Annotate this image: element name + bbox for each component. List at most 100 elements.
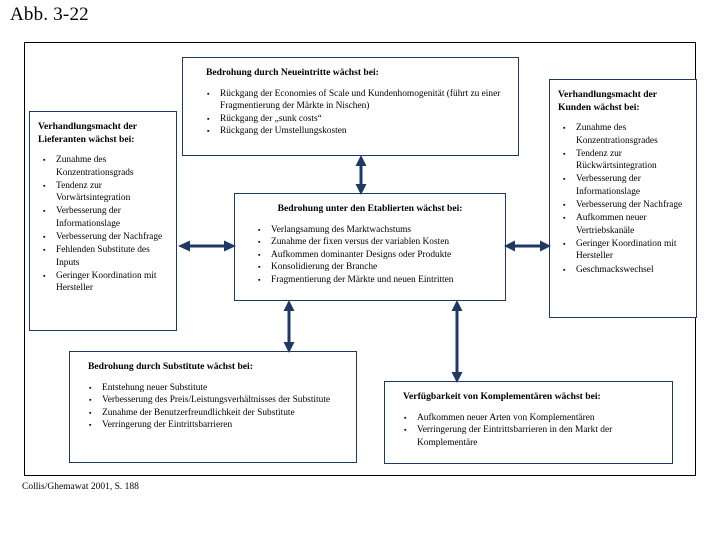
- bullet-icon: ▪: [207, 127, 210, 136]
- bullet-icon: ▪: [207, 114, 210, 123]
- bullet-icon: ▪: [563, 149, 566, 158]
- list-item: ▪ Verbesserung der Informationslage: [558, 173, 688, 198]
- list-item: ▪ Verbesserung der Nachfrage: [38, 231, 168, 244]
- list-item: ▪ Konsolidierung der Branche: [245, 261, 495, 274]
- bullet-icon: ▪: [89, 408, 92, 417]
- list-item-text: Tendenz zur Rückwärtsintegration: [576, 148, 657, 172]
- list-item-text: Entstehung neuer Substitute: [102, 382, 208, 393]
- bullet-icon: ▪: [563, 175, 566, 184]
- box-substitutes[interactable]: Bedrohung durch Substitute wächst bei: ▪…: [69, 351, 357, 463]
- list-item: ▪ Rückgang der „sunk costs“: [193, 113, 508, 126]
- box-new-entrants[interactable]: Bedrohung durch Neueintritte wächst bei:…: [182, 57, 519, 156]
- box-customer-power[interactable]: Verhandlungsmacht der Kunden wächst bei:…: [549, 79, 697, 318]
- bullet-icon: ▪: [89, 383, 92, 392]
- list-item: ▪ Geschmackswechsel: [558, 264, 688, 277]
- list-item: ▪ Verbesserung der Informationslage: [38, 205, 168, 230]
- list-item-text: Verringerung der Eintrittsbarrieren in d…: [417, 425, 613, 448]
- box-rivalry-list: ▪ Verlangsamung des Marktwachstums ▪ Zunah…: [245, 224, 495, 287]
- bullet-icon: ▪: [563, 201, 566, 210]
- list-item: ▪ Verringerung der Eintrittsbarrieren: [80, 419, 346, 432]
- box-new-entrants-list: ▪ Rückgang der Economies of Scale und Kun…: [193, 88, 508, 138]
- bullet-icon: ▪: [43, 181, 46, 190]
- box-new-entrants-title: Bedrohung durch Neueintritte wächst bei:: [206, 67, 379, 78]
- list-item: ▪ Zunahme des Konzentrationsgrads: [38, 154, 168, 179]
- bullet-icon: ▪: [404, 413, 407, 422]
- list-item-text: Verbesserung des Preis/Leistungsverhältn…: [102, 395, 331, 406]
- list-item-text: Verbesserung der Informationslage: [56, 206, 121, 229]
- arrow-rivalry-to-complements-icon: [448, 300, 466, 383]
- list-item-text: Tendenz zur Vorwärtsintegration: [56, 180, 131, 204]
- list-item-text: Verlangsamung des Marktwachstums: [271, 224, 412, 235]
- list-item: ▪ Geringer Koordination mit Hersteller: [38, 270, 168, 295]
- figure-label: Abb. 3-22: [10, 4, 89, 25]
- bullet-icon: ▪: [258, 238, 261, 247]
- list-item: ▪ Tendenz zur Vorwärtsintegration: [38, 180, 168, 205]
- box-supplier-power-list: ▪ Zunahme des Konzentrationsgrads ▪ Tenden…: [38, 154, 168, 295]
- box-substitutes-title: Bedrohung durch Substitute wächst bei:: [88, 361, 253, 372]
- list-item-text: Geringer Koordination mit Hersteller: [56, 270, 157, 294]
- box-customer-power-list: ▪ Zunahme des Konzentrationsgrades ▪ Tende…: [558, 122, 688, 276]
- list-item: ▪ Tendenz zur Rückwärtsintegration: [558, 148, 688, 173]
- list-item: ▪ Verbesserung des Preis/Leistungsverhält…: [80, 394, 346, 407]
- list-item-text: Zunahme der Benutzerfreundlichkeit der S…: [102, 407, 295, 418]
- list-item: ▪ Fehlenden Substitute des Inputs: [38, 244, 168, 269]
- list-item-text: Aufkommen neuer Vertriebskanäle: [576, 213, 647, 236]
- bullet-icon: ▪: [563, 265, 566, 274]
- list-item: ▪ Aufkommen neuer Vertriebskanäle: [558, 212, 688, 237]
- list-item-text: Geringer Koordination mit Hersteller: [576, 238, 677, 262]
- list-item-text: Zunahme der fixen versus der variablen K…: [271, 237, 450, 248]
- list-item: ▪ Aufkommen neuer Arten von Komplementäre…: [395, 412, 662, 425]
- list-item: ▪ Rückgang der Umstellungskosten: [193, 125, 508, 138]
- list-item: ▪ Zunahme des Konzentrationsgrades: [558, 122, 688, 147]
- list-item-text: Aufkommen neuer Arten von Komplementären: [417, 412, 595, 423]
- bullet-icon: ▪: [43, 156, 46, 164]
- list-item: ▪ Aufkommen dominanter Designs oder Produ…: [245, 249, 495, 262]
- list-item: ▪ Zunahme der fixen versus der variablen …: [245, 236, 495, 249]
- list-item: ▪ Entstehung neuer Substitute: [80, 382, 346, 395]
- list-item-text: Fehlenden Substitute des Inputs: [56, 245, 150, 268]
- bullet-icon: ▪: [563, 214, 566, 223]
- bullet-icon: ▪: [258, 275, 261, 284]
- list-item-text: Verringerung der Eintrittsbarrieren: [102, 420, 233, 431]
- bullet-icon: ▪: [43, 246, 46, 255]
- bullet-icon: ▪: [89, 421, 92, 430]
- bullet-icon: ▪: [258, 225, 261, 234]
- list-item: ▪Rückgang der Economies of Scale und Kun…: [193, 88, 508, 113]
- bullet-icon: ▪: [89, 396, 92, 405]
- bullet-icon: ▪: [43, 207, 46, 216]
- arrow-suppliers-to-rivalry-icon: [178, 237, 236, 255]
- list-item-text: Zunahme des Konzentrationsgrades: [576, 123, 658, 146]
- box-supplier-power-title: Verhandlungsmacht der Lieferanten wächst…: [38, 121, 137, 145]
- arrow-rivalry-to-substitutes-icon: [280, 300, 298, 353]
- bullet-icon: ▪: [563, 124, 566, 132]
- list-item: ▪ Zunahme der Benutzerfreundlichkeit der …: [80, 407, 346, 420]
- box-substitutes-list: ▪ Entstehung neuer Substitute ▪ Verbesseru…: [80, 382, 346, 432]
- box-complements-title: Verfügbarkeit von Komplementären wächst …: [403, 391, 601, 402]
- bullet-icon: ▪: [258, 250, 261, 259]
- bullet-icon: ▪: [43, 233, 46, 242]
- list-item-text: Rückgang der Economies of Scale und Kund…: [220, 88, 501, 112]
- list-item-text: Verbesserung der Informationslage: [576, 174, 641, 197]
- list-item-text: Konsolidierung der Branche: [271, 262, 378, 273]
- box-supplier-power[interactable]: Verhandlungsmacht der Lieferanten wächst…: [29, 111, 177, 331]
- list-item: ▪ Verbesserung der Nachfrage: [558, 199, 688, 212]
- list-item-text: Rückgang der „sunk costs“: [220, 113, 322, 124]
- list-item-text: Fragmentierung der Märkte und neuen Eint…: [271, 274, 454, 285]
- list-item-text: Rückgang der Umstellungskosten: [220, 126, 347, 137]
- box-customer-power-title: Verhandlungsmacht der Kunden wächst bei:: [558, 89, 657, 113]
- bullet-icon: ▪: [563, 239, 566, 248]
- list-item: ▪ Verringerung der Eintrittsbarrieren in …: [395, 424, 662, 449]
- list-item-text: Verbesserung der Nachfrage: [576, 200, 683, 211]
- source-citation: Collis/Ghemawat 2001, S. 188: [22, 482, 139, 492]
- list-item-text: Aufkommen dominanter Designs oder Produk…: [271, 249, 452, 260]
- box-complements[interactable]: Verfügbarkeit von Komplementären wächst …: [384, 381, 673, 464]
- bullet-icon: ▪: [258, 263, 261, 272]
- list-item: ▪ Verlangsamung des Marktwachstums: [245, 224, 495, 237]
- list-item-text: Zunahme des Konzentrationsgrads: [56, 155, 134, 178]
- list-item-text: Geschmackswechsel: [576, 264, 654, 275]
- bullet-icon: ▪: [404, 426, 407, 435]
- bullet-icon: ▪: [43, 271, 46, 280]
- arrow-rivalry-to-customers-icon: [504, 237, 551, 255]
- list-item-text: Verbesserung der Nachfrage: [56, 232, 163, 243]
- box-rivalry[interactable]: Bedrohung unter den Etablierten wächst b…: [234, 193, 506, 301]
